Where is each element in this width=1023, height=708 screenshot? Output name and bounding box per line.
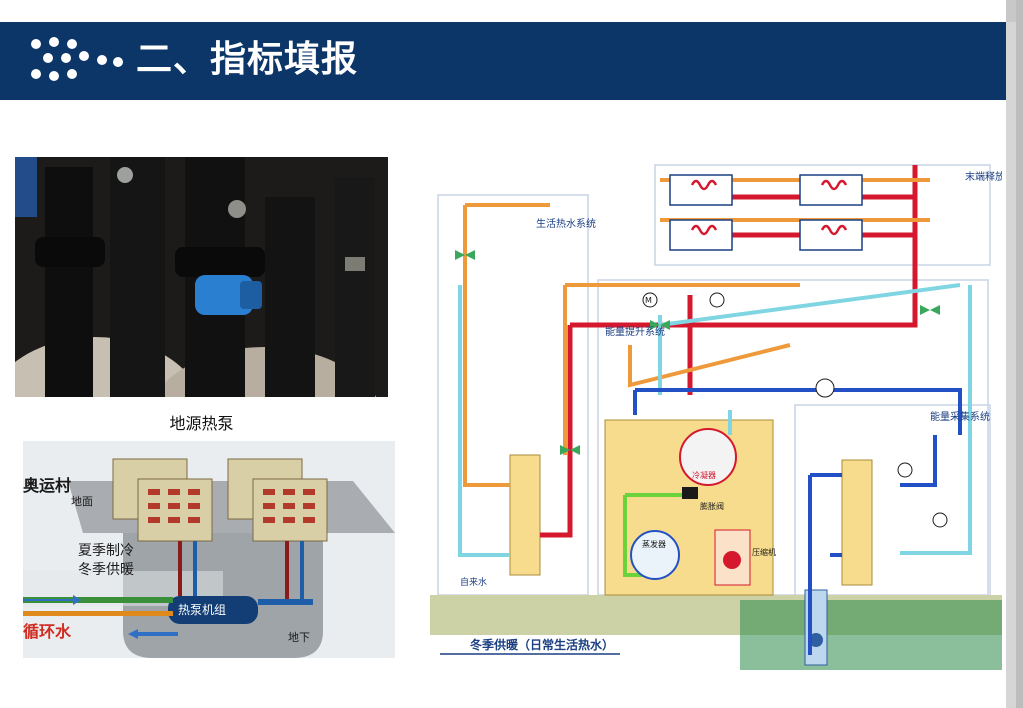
photo-caption: 地源热泵 (169, 414, 234, 433)
condenser-label: 冷凝器 (692, 470, 716, 480)
diagram-caption: 冬季供暖（日常生活热水） (470, 637, 614, 652)
hot-water-system-label: 生活热水系统 (536, 217, 596, 230)
winter-heating-label: 冬季供暖 (78, 562, 134, 578)
ground-label: 地面 (71, 495, 93, 508)
motor-valve-label: M (645, 296, 652, 305)
expansion-valve-label: 膨胀阀 (700, 501, 724, 511)
tap-water-label: 自来水 (460, 576, 487, 588)
compressor-label: 压缩机 (752, 547, 776, 557)
slide-header (0, 22, 1006, 100)
energy-collect-label: 能量采集系统 (930, 410, 990, 423)
terminal-release-label: 末端释放系统 (965, 170, 1002, 183)
top-strip (0, 0, 1006, 22)
energy-lift-label: 能量提升系统 (605, 325, 665, 338)
circulating-water-label: 循环水 (23, 622, 72, 641)
heat-pump-unit-label: 热泵机组 (178, 603, 226, 617)
village-diagram: 奥运村 地面 夏季制冷 冬季供暖 热泵机组 循环水 地下 (23, 441, 395, 658)
summer-cooling-label: 夏季制冷 (78, 543, 134, 559)
bullet-dots-icon (31, 37, 123, 81)
heat-pump-photo (15, 157, 388, 397)
heat-pump-system-diagram: 生活热水系统 末端释放系统 能量提升系统 能量采集系统 自来水 冷凝器 蒸发器 … (430, 135, 1023, 683)
evaporator-label: 蒸发器 (642, 539, 666, 549)
underground-label: 地下 (288, 631, 310, 644)
village-label: 奥运村 (23, 476, 71, 495)
right-edge-bar (1006, 0, 1023, 708)
page-title: 二、指标填报 (136, 39, 359, 80)
